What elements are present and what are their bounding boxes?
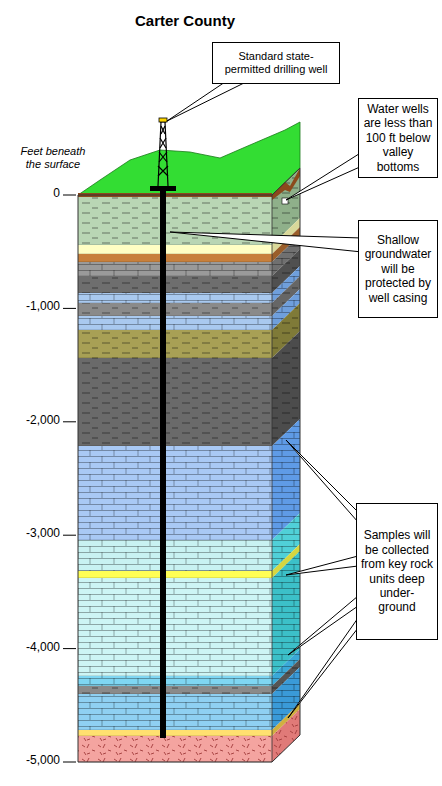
diagram-title: Carter County [90,12,280,29]
callout-box: Water wells are less than 100 ft below v… [358,98,438,178]
callout-text: Standard state-permitted drilling well [217,50,335,76]
callout-tail [288,596,358,655]
callout-tail [286,440,358,522]
rock-texture [78,446,272,540]
rock-layer-front [78,730,272,736]
column-edge [272,195,273,762]
ground-surface [78,122,300,195]
rock-layer-front [78,578,272,676]
rock-texture [78,262,272,276]
rock-texture [78,736,272,762]
rock-texture [78,358,272,446]
callout-box: Samples will be collected from key rock … [356,503,438,640]
rock-layer-front [78,736,272,762]
rock-layer-front [78,540,272,571]
callout-tail [167,80,246,121]
depth-label: -4,000 [0,641,60,655]
rock-layer-side [272,709,300,762]
derrick-bracing [158,126,168,176]
rock-layer-front [78,686,272,694]
rock-texture [78,276,272,293]
rock-texture [78,676,272,686]
rock-layer-front [78,254,272,262]
depth-label: -5,000 [0,754,60,768]
depth-tick [63,762,76,763]
rock-layer-front [78,303,272,316]
rock-texture [78,694,272,730]
rig-platform [150,186,176,191]
callout-tail [170,232,362,252]
rock-texture [272,709,300,762]
rock-layer-front [78,276,272,293]
well-bore [160,188,166,738]
depth-label: 0 [0,187,60,201]
column-outline [78,168,300,762]
rock-texture [78,686,272,694]
axis-caption: Feet beneath the surface [16,145,90,170]
derrick-legs [158,122,168,186]
rock-texture [78,293,272,303]
rock-texture [78,540,272,571]
depth-tick [63,195,76,196]
rock-layer-front [78,245,272,254]
depth-label: -1,000 [0,300,60,314]
depth-tick [63,535,76,536]
depth-tick [63,308,76,309]
callout-text: Shallow groundwater will be protected by… [363,233,433,305]
callout-text: Samples will be collected from key rock … [361,528,433,614]
callout-tail [286,556,358,575]
rock-layer-front [78,676,272,686]
rock-layer-front [78,316,272,330]
drilling-derrick [158,122,168,186]
rock-layer-front [78,358,272,446]
rock-texture [78,316,272,330]
callout-tail [288,618,358,718]
callout-box: Standard state-permitted drilling well [212,42,340,84]
depth-tick [63,648,76,649]
depth-tick [63,421,76,422]
rock-layer-front [78,330,272,358]
depth-label: -2,000 [0,414,60,428]
depth-label: -3,000 [0,527,60,541]
rock-layer-front [78,571,272,578]
rock-layer-front [78,446,272,540]
rock-layers [78,168,300,762]
rock-texture [78,303,272,316]
crown-block [159,118,167,122]
callout-text: Water wells are less than 100 ft below v… [363,102,433,174]
callout-box: Shallow groundwater will be protected by… [358,220,438,318]
rock-layer-front [78,293,272,303]
callout-tail [286,152,362,200]
rock-layer-front [78,262,272,276]
rock-texture [78,578,272,676]
rock-texture [78,330,272,358]
rock-layer-front [78,694,272,730]
